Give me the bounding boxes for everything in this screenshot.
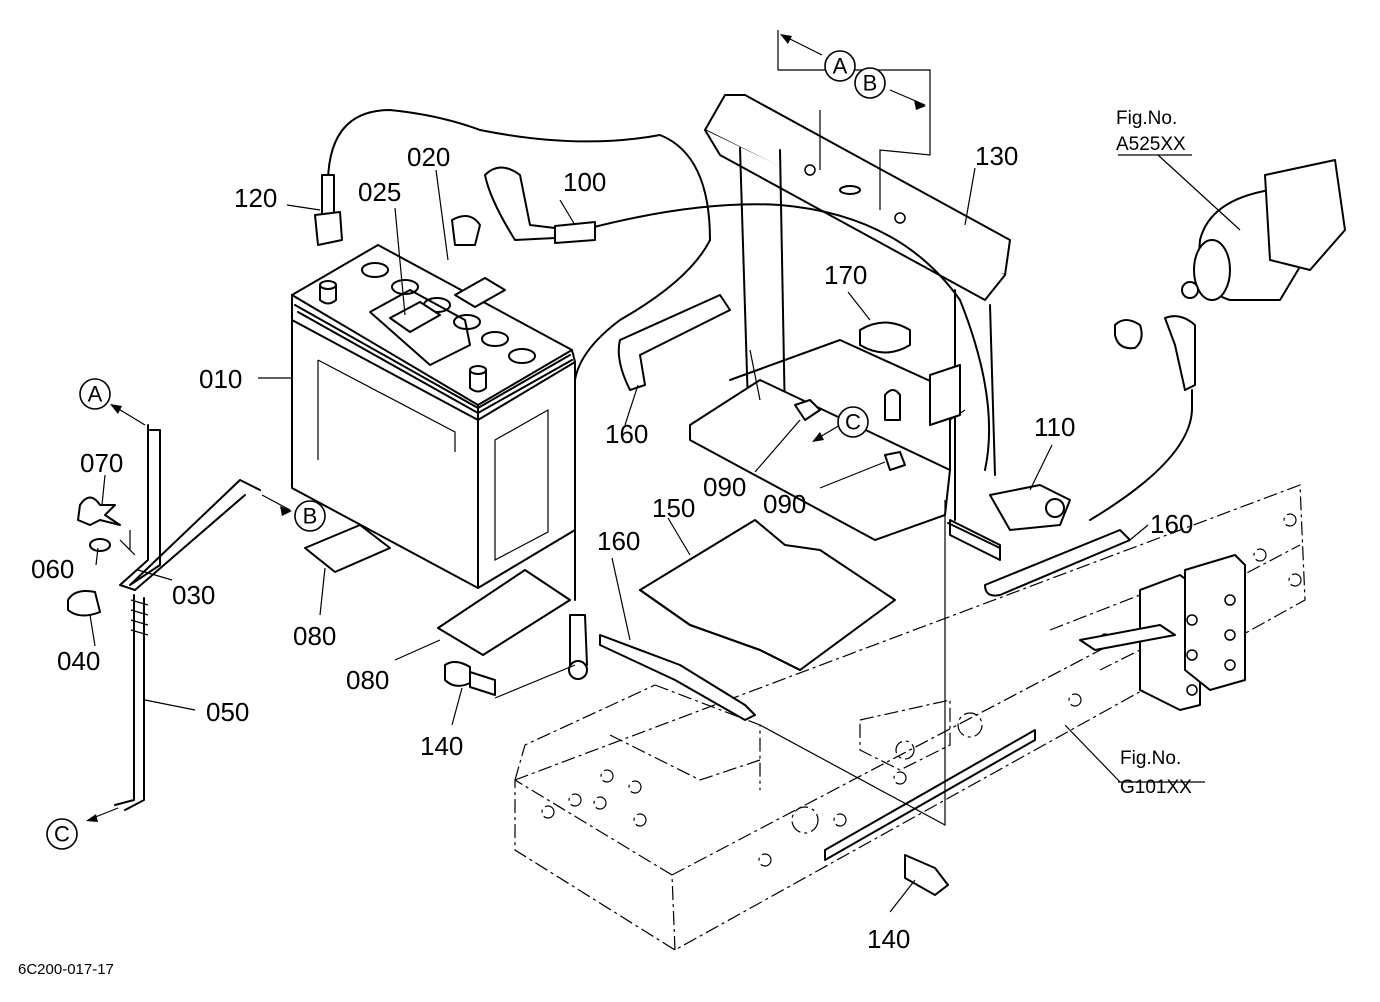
battery-holder-bracket bbox=[689, 94, 1011, 541]
rubber-hoses bbox=[599, 294, 1131, 721]
figure-ref-starter-line2: A525XX bbox=[1116, 134, 1186, 155]
part-labels: 010 020 025 030 040 050 060 070 080 080 … bbox=[31, 141, 1193, 954]
part-label-020: 020 bbox=[407, 142, 450, 172]
connector-B-left: B bbox=[294, 500, 326, 532]
part-label-060: 060 bbox=[31, 554, 74, 584]
part-label-110: 110 bbox=[1034, 412, 1075, 442]
part-label-150: 150 bbox=[652, 493, 695, 523]
part-label-160-c: 160 bbox=[1150, 509, 1193, 539]
leader-lines bbox=[86, 30, 1241, 913]
diagram-code: 6C200-017-17 bbox=[18, 961, 114, 978]
part-label-010: 010 bbox=[199, 364, 242, 394]
battery-tray bbox=[639, 519, 896, 671]
part-label-070: 070 bbox=[80, 448, 123, 478]
battery bbox=[291, 244, 576, 589]
tractor-frame bbox=[514, 484, 1306, 951]
bolts bbox=[444, 321, 949, 896]
figure-ref-frame-line1: Fig.No. bbox=[1120, 748, 1181, 769]
part-label-090-b: 090 bbox=[763, 489, 806, 519]
connector-A-top: A bbox=[824, 50, 856, 82]
connector-C-left: C bbox=[46, 818, 78, 850]
battery-clamp bbox=[947, 484, 1071, 561]
connector-C-mid-label: C bbox=[845, 410, 861, 435]
part-label-090-a: 090 bbox=[703, 472, 746, 502]
figure-ref-starter: Fig.No. A525XX bbox=[1116, 108, 1186, 155]
part-label-130: 130 bbox=[975, 141, 1018, 171]
part-label-160-b: 160 bbox=[597, 526, 640, 556]
figure-ref-starter-line1: Fig.No. bbox=[1116, 108, 1177, 129]
connector-C-left-label: C bbox=[54, 822, 70, 847]
part-label-080-b: 080 bbox=[346, 665, 389, 695]
frame-bracket-blocks bbox=[824, 554, 1246, 861]
connector-A-left-label: A bbox=[88, 382, 103, 407]
part-label-025: 025 bbox=[358, 177, 401, 207]
part-label-140-b: 140 bbox=[867, 924, 910, 954]
part-label-040: 040 bbox=[57, 646, 100, 676]
part-label-050: 050 bbox=[206, 697, 249, 727]
part-label-170: 170 bbox=[824, 260, 867, 290]
battery-cables bbox=[314, 109, 991, 680]
part-label-030: 030 bbox=[172, 580, 215, 610]
connector-A-left: A bbox=[79, 378, 111, 410]
connector-B-top-label: B bbox=[863, 71, 878, 96]
connector-B-top: B bbox=[854, 67, 886, 99]
part-label-160-a: 160 bbox=[605, 419, 648, 449]
connector-C-mid: C bbox=[837, 406, 869, 438]
part-label-140-a: 140 bbox=[420, 731, 463, 761]
hold-down-rods bbox=[67, 424, 261, 811]
starter-motor bbox=[1089, 159, 1346, 521]
part-label-080-a: 080 bbox=[293, 621, 336, 651]
battery-pads bbox=[304, 524, 571, 656]
part-label-100: 100 bbox=[563, 167, 606, 197]
figure-ref-frame-line2: G101XX bbox=[1120, 777, 1192, 798]
part-label-120: 120 bbox=[234, 183, 277, 213]
figure-ref-frame: Fig.No. G101XX bbox=[1120, 748, 1192, 798]
connector-B-left-label: B bbox=[303, 504, 318, 529]
connector-A-top-label: A bbox=[833, 54, 848, 79]
